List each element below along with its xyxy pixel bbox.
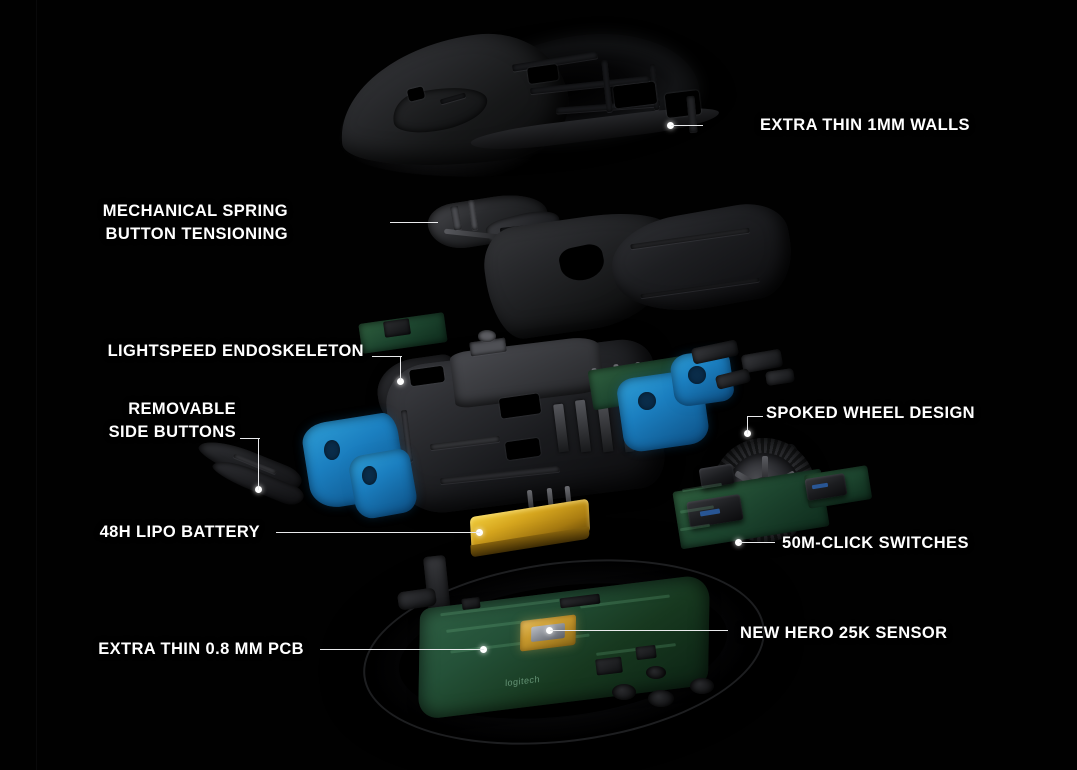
callout-line-2: BUTTON TENSIONING — [105, 225, 288, 243]
leader-line-pcb — [320, 649, 484, 650]
leader-line-side-buttons-vertical — [258, 438, 259, 490]
leader-line-spoked-wheel-vertical — [747, 416, 748, 434]
blue-bracket-left-lower — [346, 447, 420, 521]
leader-line-spoked-wheel — [747, 416, 763, 417]
background-seam — [36, 0, 37, 770]
leader-line-extra-thin-walls — [671, 125, 703, 126]
wheel-spoke — [762, 456, 768, 490]
small-clip-part — [765, 368, 795, 386]
bracket-hole — [638, 392, 656, 410]
leader-dot-click-switches — [735, 539, 742, 546]
base-screw-boss — [648, 690, 674, 707]
callout-lightspeed-endoskeleton: LIGHTSPEED ENDOSKELETON — [107, 342, 364, 360]
leader-line-mechanical-spring — [390, 222, 438, 223]
base-screw-boss — [612, 684, 636, 700]
leader-line-battery — [276, 532, 480, 533]
leader-dot-extra-thin-walls — [667, 122, 674, 129]
leader-line-endoskeleton — [372, 356, 402, 357]
callout-removable-side-buttons: REMOVABLE SIDE BUTTONS — [36, 398, 236, 444]
leader-dot-endoskeleton — [397, 378, 404, 385]
callout-spoked-wheel: SPOKED WHEEL DESIGN — [766, 404, 975, 422]
bracket-hole — [324, 440, 340, 460]
endoskeleton-boss — [478, 330, 496, 342]
callout-mechanical-spring: MECHANICAL SPRING BUTTON TENSIONING — [60, 200, 288, 246]
callout-line-1: MECHANICAL SPRING — [102, 202, 288, 220]
pcb-component — [595, 656, 623, 676]
base-screw-boss — [690, 678, 714, 694]
pcb-component — [635, 644, 657, 661]
leader-line-hero-sensor — [550, 630, 728, 631]
leader-line-endoskeleton-vertical — [400, 356, 401, 380]
callout-hero-sensor: NEW HERO 25K SENSOR — [740, 624, 948, 642]
callout-line-2: SIDE BUTTONS — [108, 423, 236, 441]
callout-line-1: REMOVABLE — [128, 400, 236, 418]
pcb-component — [461, 596, 481, 611]
bracket-hole — [688, 366, 706, 384]
callout-click-switches: 50M-CLICK SWITCHES — [782, 534, 969, 552]
callout-pcb: EXTRA THIN 0.8 MM PCB — [98, 640, 304, 658]
leader-line-click-switches — [739, 542, 775, 543]
base-screw-boss — [646, 666, 666, 679]
callout-extra-thin-walls: EXTRA THIN 1MM WALLS — [760, 116, 970, 134]
leader-line-side-buttons — [240, 438, 260, 439]
callout-lipo-battery: 48H LIPO BATTERY — [99, 523, 260, 541]
leader-dot-hero-sensor — [546, 627, 553, 634]
bracket-hole — [362, 466, 377, 485]
